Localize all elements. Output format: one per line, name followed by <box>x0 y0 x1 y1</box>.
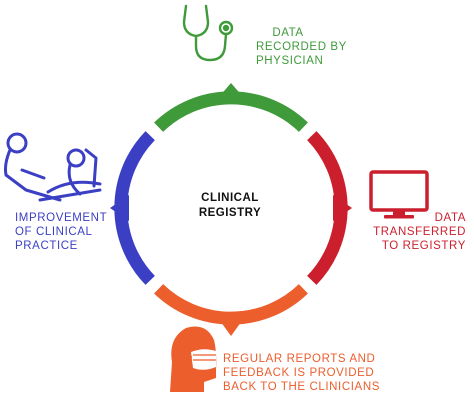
cycle-arrow-top <box>218 83 244 98</box>
step-label-improvement: IMPROVEMENT OF CLINICAL PRACTICE <box>15 212 108 252</box>
cycle-arrow-bottom <box>218 318 244 336</box>
cycle-arc-bottom <box>154 284 308 325</box>
stethoscope-icon <box>182 4 234 62</box>
cycle-arrow-right <box>333 195 352 221</box>
cycle-arrow-left <box>110 195 129 221</box>
cycle-arc-top <box>154 91 308 132</box>
center-label-line-2: REGISTRY <box>198 207 262 219</box>
computer-monitor-icon <box>369 170 429 219</box>
step-label-data-recorded: DATA RECORDED BY PHYSICIAN <box>256 27 347 67</box>
masked-clinician-icon <box>170 326 217 392</box>
step-label-regular-reports: REGULAR REPORTS AND FEEDBACK IS PROVIDED… <box>223 353 380 393</box>
step-label-data-transferred: DATA TRANSFERRED TO REGISTRY <box>373 212 466 252</box>
patient-care-icon <box>4 132 102 202</box>
center-label-line-1: CLINICAL <box>201 192 259 204</box>
center-label: CLINICAL REGISTRY <box>180 191 280 221</box>
